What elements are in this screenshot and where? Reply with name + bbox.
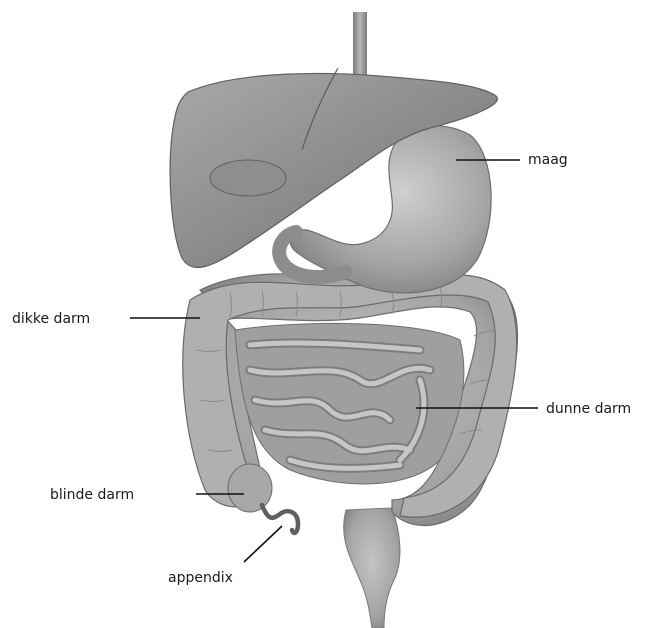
label-appendix: appendix [168, 570, 233, 586]
label-large-intestine: dikke darm [12, 311, 90, 327]
small-intestine [235, 323, 464, 484]
cecum [228, 464, 272, 512]
rectum [344, 508, 400, 628]
label-small-intestine: dunne darm [546, 401, 631, 417]
label-cecum: blinde darm [50, 487, 134, 503]
gallbladder [210, 160, 286, 196]
leader-line-appendix [244, 526, 282, 562]
label-stomach: maag [528, 152, 568, 168]
